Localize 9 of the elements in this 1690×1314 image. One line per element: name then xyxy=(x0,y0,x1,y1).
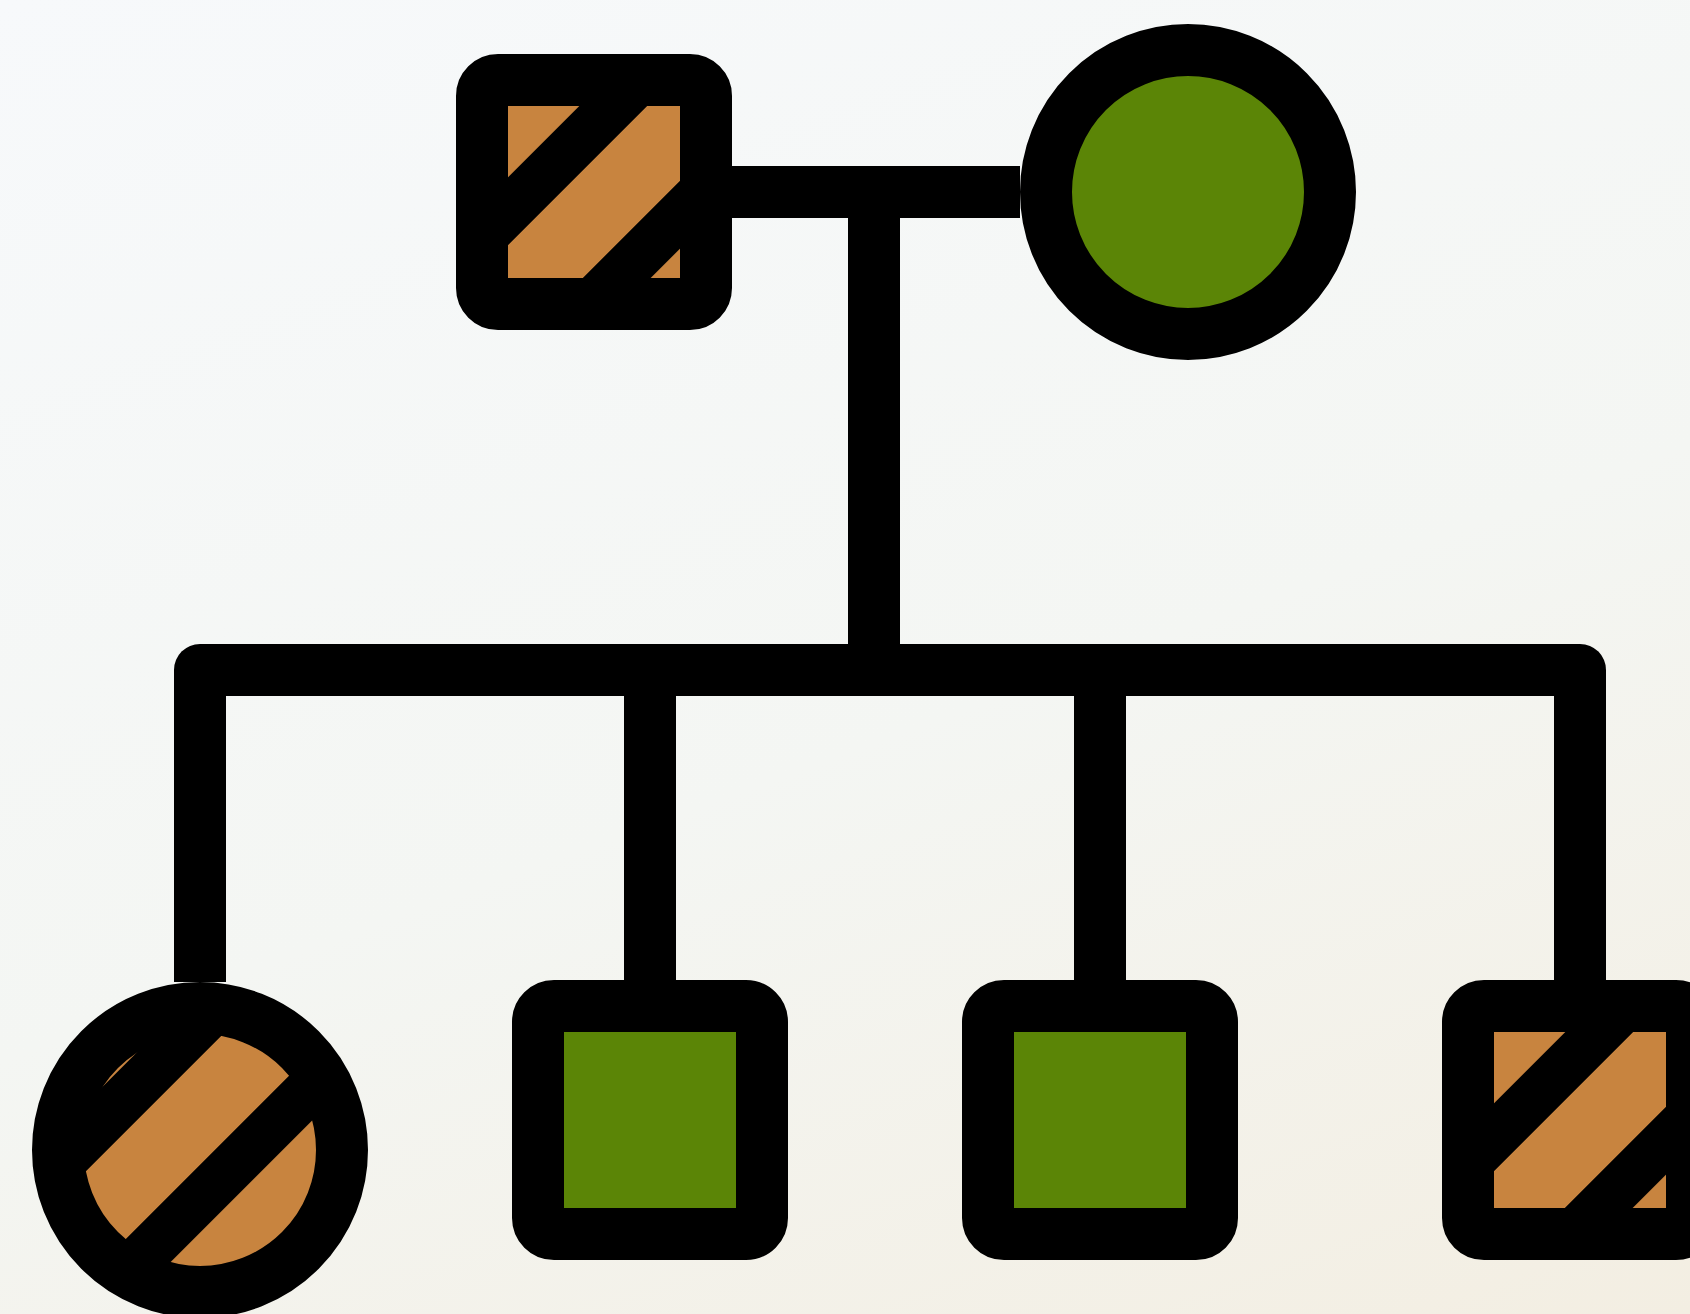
circle-symbol xyxy=(1020,24,1356,360)
connector-line xyxy=(174,644,1606,696)
square-symbol xyxy=(962,980,1238,1260)
connector-line xyxy=(874,166,1020,218)
square-symbol xyxy=(456,54,732,330)
connector-line xyxy=(174,670,226,982)
connector-line xyxy=(732,166,874,218)
connector-line xyxy=(1554,670,1606,980)
square-symbol xyxy=(512,980,788,1260)
